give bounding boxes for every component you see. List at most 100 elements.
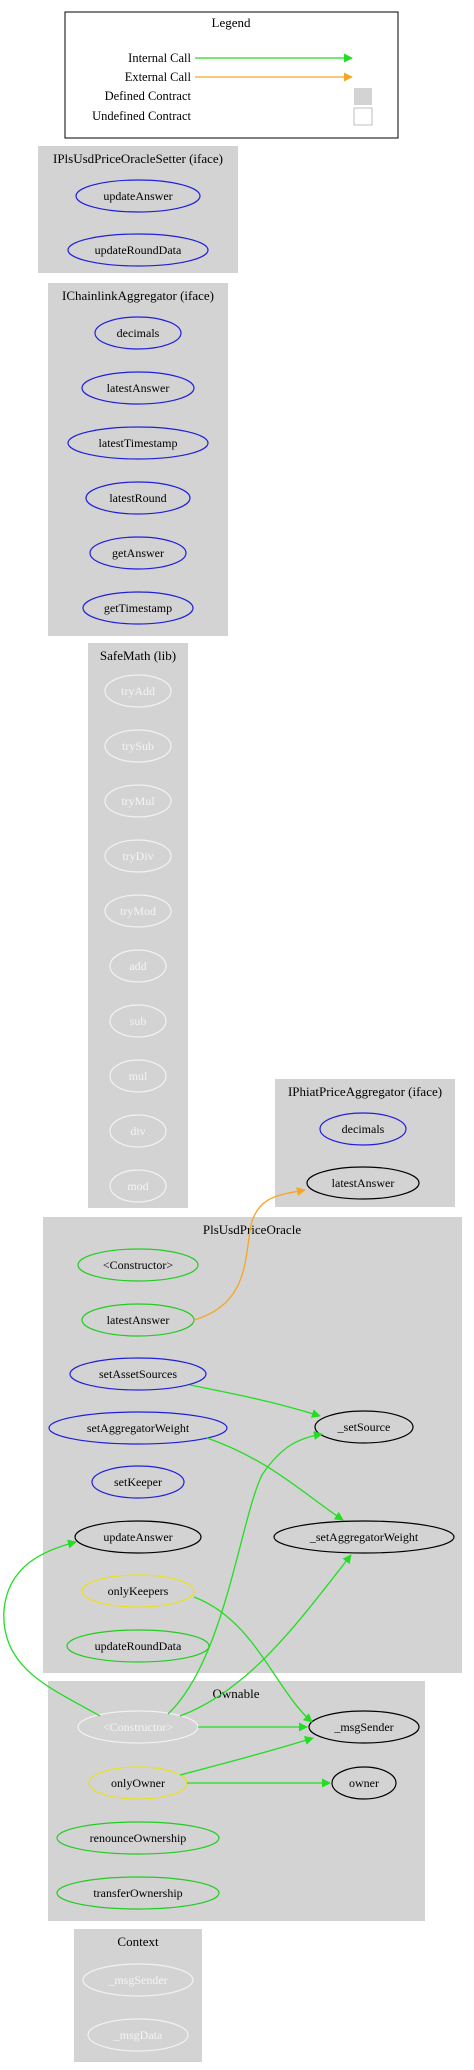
- edge-latestanswer-to-phiat-latestanswer: [193, 1187, 306, 1321]
- node-chainlink-gettimestamp-label: getTimestamp: [104, 601, 172, 615]
- legend-defined-contract-swatch: [354, 88, 372, 105]
- node-safemath-trydiv-label: tryDiv: [122, 849, 153, 863]
- node-oracle-constructor-label: <Constructor>: [103, 1258, 173, 1272]
- node-safemath-sub[interactable]: [109, 1004, 167, 1038]
- node-chainlink-decimals[interactable]: [94, 316, 182, 350]
- node-oracle-setaggregatorweight-label: setAggregatorWeight: [87, 1421, 190, 1435]
- node-oracle-onlykeepers-label: onlyKeepers: [108, 1584, 169, 1598]
- legend-defined-contract-label: Defined Contract: [105, 89, 192, 103]
- edge-setassetsources-to-setsource: [189, 1384, 321, 1418]
- node-phiat-decimals-label: decimals: [342, 1122, 385, 1136]
- edges: [3, 1187, 352, 1788]
- node-safemath-tryadd[interactable]: [104, 674, 172, 708]
- node-context-msgsender[interactable]: [82, 1963, 194, 1997]
- legend-undefined-contract-label: Undefined Contract: [92, 109, 191, 123]
- node-oracle-latestanswer-label: latestAnswer: [107, 1313, 170, 1327]
- node-ownable-msgsender-label: _msgSender: [333, 1720, 393, 1734]
- node-context-msgdata-label: _msgData: [113, 2028, 163, 2042]
- node-oracle-setkeeper[interactable]: [91, 1465, 185, 1499]
- node-oracle-updateanswer-label: updateAnswer: [103, 1530, 172, 1544]
- node-chainlink-latesttimestamp-label: latestTimestamp: [99, 436, 178, 450]
- legend-undefined-contract-swatch: [353, 107, 373, 126]
- node-oracle-updaterounddata-label: updateRoundData: [95, 1639, 182, 1653]
- edge-onlyowner-to-msgsender: [179, 1736, 314, 1776]
- node-ownable-transferownership[interactable]: [56, 1876, 220, 1910]
- node-setter-updaterounddata[interactable]: [67, 233, 209, 267]
- node-oracle-setaggregatorweight-internal-label: _setAggregatorWeight: [309, 1530, 419, 1544]
- node-chainlink-decimals-label: decimals: [117, 326, 160, 340]
- node-chainlink-getanswer-label: getAnswer: [112, 546, 164, 560]
- cluster-safemath: SafeMath (lib) tryAdd trySub tryMul tryD…: [88, 643, 188, 1208]
- node-safemath-trysub[interactable]: [104, 729, 172, 763]
- node-safemath-tryadd-label: tryAdd: [121, 684, 155, 698]
- node-ownable-owner[interactable]: [331, 1766, 397, 1800]
- node-ownable-constructor-label: <Constructor>: [103, 1720, 173, 1734]
- node-ownable-onlyowner-label: onlyOwner: [111, 1776, 165, 1790]
- node-chainlink-latestround-label: latestRound: [109, 491, 166, 505]
- node-ownable-renounceownership-label: renounceOwnership: [90, 1831, 187, 1845]
- node-oracle-onlykeepers[interactable]: [81, 1574, 195, 1608]
- node-chainlink-getanswer[interactable]: [89, 536, 187, 570]
- node-phiat-latestanswer-label: latestAnswer: [332, 1176, 395, 1190]
- node-oracle-updateanswer[interactable]: [74, 1520, 202, 1554]
- cluster-setter-background: [38, 146, 238, 273]
- node-safemath-mul[interactable]: [109, 1059, 167, 1093]
- node-setter-updateanswer-label: updateAnswer: [103, 189, 172, 203]
- node-oracle-setassetsources-label: setAssetSources: [99, 1367, 177, 1381]
- cluster-phiat: IPhiatPriceAggregator (iface) decimals l…: [275, 1079, 455, 1207]
- legend-internal-call-label: Internal Call: [128, 51, 191, 65]
- cluster-setter: IPlsUsdPriceOracleSetter (iface) updateA…: [38, 146, 238, 273]
- node-chainlink-latestround[interactable]: [85, 481, 191, 515]
- legend: Legend Internal Call External Call Defin…: [64, 11, 399, 139]
- node-safemath-trymul-label: tryMul: [121, 794, 155, 808]
- node-safemath-div-label: div: [130, 1124, 145, 1138]
- node-oracle-setaggregatorweight-internal[interactable]: [273, 1520, 455, 1554]
- node-chainlink-latestanswer[interactable]: [81, 371, 195, 405]
- node-ownable-renounceownership[interactable]: [56, 1821, 220, 1855]
- node-setter-updateanswer[interactable]: [75, 179, 201, 213]
- legend-title: Legend: [212, 15, 251, 30]
- node-oracle-setaggregatorweight[interactable]: [48, 1411, 228, 1445]
- node-context-msgdata[interactable]: [87, 2018, 189, 2052]
- node-chainlink-latestanswer-label: latestAnswer: [107, 381, 170, 395]
- node-phiat-decimals[interactable]: [319, 1112, 407, 1146]
- node-safemath-trydiv[interactable]: [104, 839, 172, 873]
- node-ownable-transferownership-label: transferOwnership: [93, 1886, 182, 1900]
- node-safemath-sub-label: sub: [130, 1014, 147, 1028]
- cluster-ownable: Ownable <Constructor> _msgSender onlyOwn…: [48, 1681, 425, 1921]
- cluster-setter-title: IPlsUsdPriceOracleSetter (iface): [53, 151, 223, 166]
- legend-external-call-label: External Call: [125, 70, 192, 84]
- node-safemath-mod-label: mod: [127, 1179, 148, 1193]
- node-safemath-add-label: add: [129, 959, 146, 973]
- cluster-safemath-title: SafeMath (lib): [100, 648, 176, 663]
- edge-setaggregatorweight-to-setaggregatorweight: [206, 1437, 344, 1521]
- node-oracle-updaterounddata[interactable]: [66, 1629, 210, 1663]
- cluster-oracle: PlsUsdPriceOracle <Constructor> latestAn…: [43, 1217, 462, 1673]
- node-oracle-setsource[interactable]: [314, 1410, 414, 1444]
- node-chainlink-latesttimestamp[interactable]: [67, 426, 209, 460]
- cluster-context: Context _msgSender _msgData: [74, 1929, 202, 2062]
- node-ownable-msgsender[interactable]: [308, 1710, 420, 1744]
- node-safemath-mod[interactable]: [109, 1169, 167, 1203]
- node-phiat-latestanswer[interactable]: [306, 1166, 420, 1200]
- cluster-ownable-background: [48, 1681, 425, 1921]
- cluster-oracle-title: PlsUsdPriceOracle: [203, 1222, 301, 1237]
- node-safemath-trymul[interactable]: [104, 784, 172, 818]
- edge-constructor-to-setaggregatorweight: [179, 1554, 352, 1717]
- node-oracle-setkeeper-label: setKeeper: [114, 1475, 162, 1489]
- cluster-safemath-background: [88, 643, 188, 1208]
- edge-constructor-to-updateanswer: [3, 1539, 101, 1717]
- node-safemath-mul-label: mul: [129, 1069, 148, 1083]
- cluster-phiat-title: IPhiatPriceAggregator (iface): [288, 1084, 442, 1099]
- node-oracle-constructor[interactable]: [77, 1248, 199, 1282]
- node-ownable-owner-label: owner: [349, 1776, 379, 1790]
- node-setter-updaterounddata-label: updateRoundData: [95, 243, 182, 257]
- node-safemath-trymod-label: tryMod: [120, 904, 156, 918]
- edge-constructor-to-setsource: [167, 1431, 323, 1715]
- node-safemath-div[interactable]: [109, 1114, 167, 1148]
- node-chainlink-gettimestamp[interactable]: [82, 591, 194, 625]
- node-safemath-trysub-label: trySub: [122, 739, 154, 753]
- node-oracle-setassetsources[interactable]: [69, 1357, 207, 1391]
- node-safemath-trymod[interactable]: [104, 894, 172, 928]
- node-safemath-add[interactable]: [109, 949, 167, 983]
